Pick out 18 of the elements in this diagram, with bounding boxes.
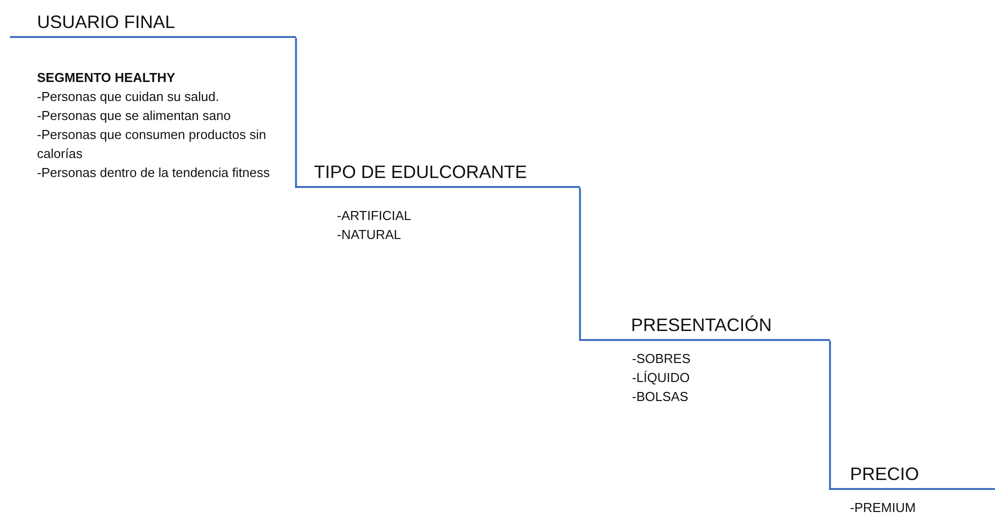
list-item: -Personas que consumen productos sin calorías	[37, 126, 268, 163]
step-heading: PRESENTACIÓN	[580, 311, 830, 341]
step-heading: TIPO DE EDULCORANTE	[296, 158, 580, 188]
list-item: -BOLSAS	[632, 388, 690, 406]
list-item: -Personas que se alimentan sano	[37, 107, 232, 125]
list-item: -ARTIFICIAL	[337, 207, 412, 225]
step-heading: PRECIO	[830, 460, 995, 490]
list-item: -SOBRES	[632, 350, 692, 368]
list-item: -PREMIUM	[850, 499, 917, 517]
step-heading: USUARIO FINAL	[10, 8, 296, 38]
stair-riser-line	[579, 188, 581, 342]
list-item: -NATURAL	[337, 226, 402, 244]
stair-riser-line	[829, 341, 831, 491]
list-item: -LÍQUIDO	[632, 369, 691, 387]
stair-riser-line	[295, 38, 297, 189]
list-item: -Personas que cuidan su salud.	[37, 88, 220, 106]
list-item: SEGMENTO HEALTHY	[37, 69, 176, 87]
list-item: -Personas dentro de la tendencia fitness	[37, 164, 271, 182]
